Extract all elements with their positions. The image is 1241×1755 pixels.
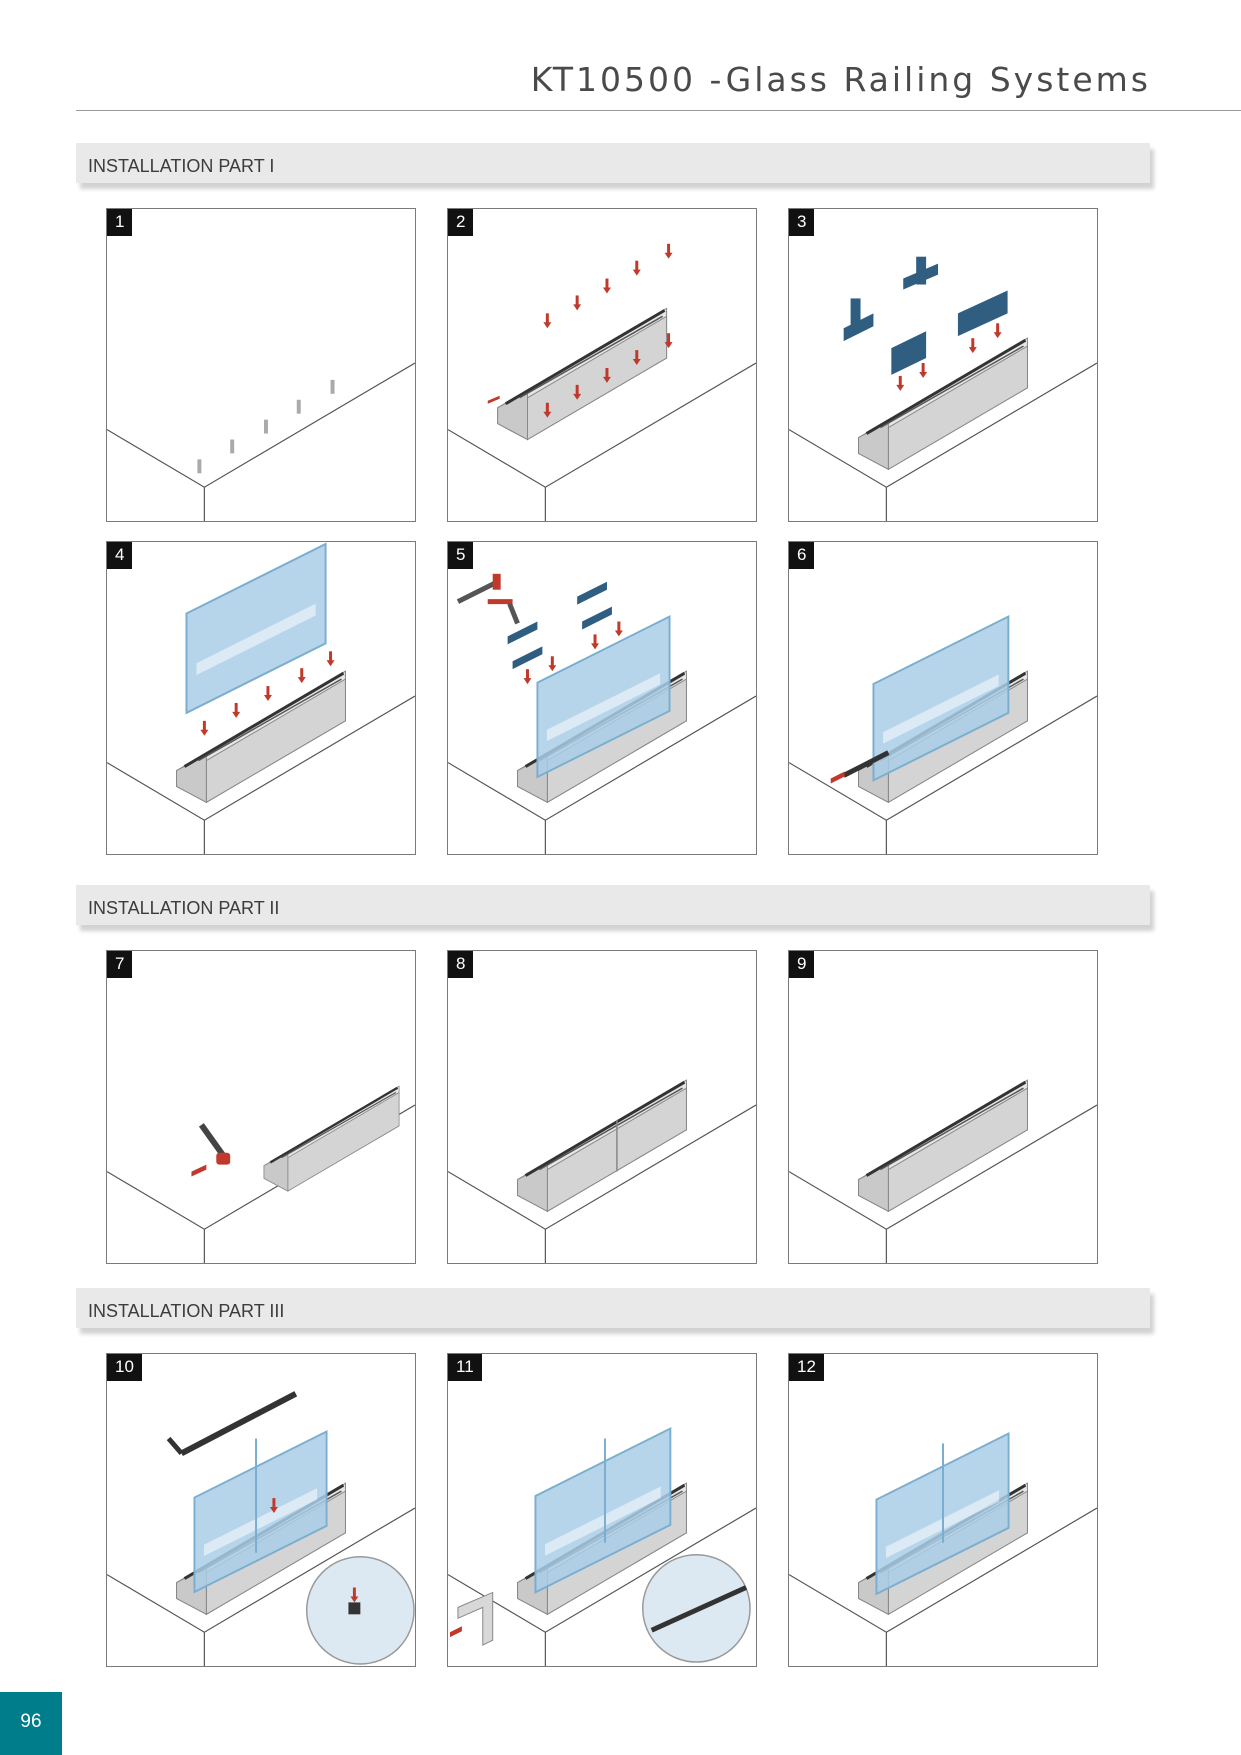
step-number: 9 xyxy=(789,951,815,978)
step-panel-8: 8 xyxy=(447,950,757,1264)
step-number: 12 xyxy=(789,1354,824,1381)
step-number: 4 xyxy=(107,542,133,569)
step-8-illustration xyxy=(448,1078,756,1263)
section-label: INSTALLATION PART I xyxy=(88,156,275,176)
step-panel-1: 1 xyxy=(106,208,416,522)
step-number: 7 xyxy=(107,951,133,978)
step-number: 8 xyxy=(448,951,474,978)
step-number: 5 xyxy=(448,542,474,569)
step-7-illustration xyxy=(107,1084,415,1263)
page-title: KT10500 -Glass Railing Systems xyxy=(530,60,1151,99)
step-11-illustration xyxy=(448,1427,756,1666)
step-9-illustration xyxy=(789,1078,1097,1263)
section-installation-part-1: INSTALLATION PART I xyxy=(76,143,1150,183)
page-number: 96 xyxy=(0,1692,62,1755)
step-number: 2 xyxy=(448,209,474,236)
step-1-illustration xyxy=(107,362,415,521)
step-panel-3: 3 xyxy=(788,208,1098,522)
step-6-illustration xyxy=(789,615,1097,854)
step-panel-7: 7 xyxy=(106,950,416,1264)
step-number: 6 xyxy=(789,542,815,569)
step-panel-9: 9 xyxy=(788,950,1098,1264)
section-installation-part-3: INSTALLATION PART III xyxy=(76,1288,1150,1328)
step-panel-4: 4 xyxy=(106,541,416,855)
step-number: 10 xyxy=(107,1354,142,1381)
step-number: 1 xyxy=(107,209,133,236)
step-panel-11: 11 xyxy=(447,1353,757,1667)
step-5-illustration xyxy=(448,573,756,854)
step-number: 11 xyxy=(448,1354,482,1381)
step-4-illustration xyxy=(107,543,415,854)
step-panel-12: 12 xyxy=(788,1353,1098,1667)
step-panel-6: 6 xyxy=(788,541,1098,855)
step-10-illustration xyxy=(107,1391,415,1666)
section-label: INSTALLATION PART III xyxy=(88,1301,285,1321)
step-panel-2: 2 xyxy=(447,208,757,522)
step-panel-5: 5 xyxy=(447,541,757,855)
step-12-illustration xyxy=(789,1432,1097,1666)
section-installation-part-2: INSTALLATION PART II xyxy=(76,885,1150,925)
step-3-illustration xyxy=(789,256,1097,521)
step-panel-10: 10 xyxy=(106,1353,416,1667)
section-label: INSTALLATION PART II xyxy=(88,898,280,918)
title-divider xyxy=(76,110,1241,111)
step-2-illustration xyxy=(448,242,756,521)
step-number: 3 xyxy=(789,209,815,236)
